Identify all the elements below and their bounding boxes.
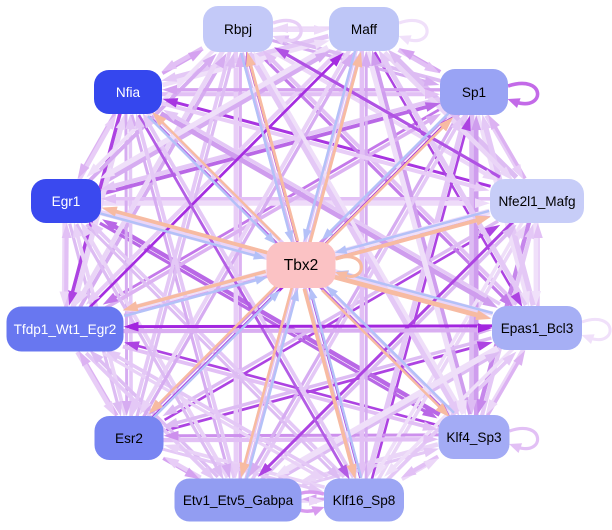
svg-text:Esr2: Esr2: [115, 431, 143, 446]
svg-text:Klf4_Sp3: Klf4_Sp3: [446, 430, 501, 445]
svg-text:Nfia: Nfia: [116, 85, 141, 100]
svg-text:Nfe2l1_Mafg: Nfe2l1_Mafg: [498, 194, 575, 209]
svg-text:Maff: Maff: [351, 22, 377, 37]
svg-text:Rbpj: Rbpj: [224, 22, 252, 37]
svg-text:Epas1_Bcl3: Epas1_Bcl3: [501, 321, 574, 336]
svg-text:Tfdp1_Wt1_Egr2: Tfdp1_Wt1_Egr2: [14, 322, 117, 337]
svg-text:Etv1_Etv5_Gabpa: Etv1_Etv5_Gabpa: [183, 493, 294, 508]
svg-text:Tbx2: Tbx2: [284, 257, 318, 274]
svg-text:Sp1: Sp1: [462, 85, 486, 100]
svg-text:Egr1: Egr1: [52, 194, 81, 209]
svg-text:Klf16_Sp8: Klf16_Sp8: [333, 493, 396, 508]
